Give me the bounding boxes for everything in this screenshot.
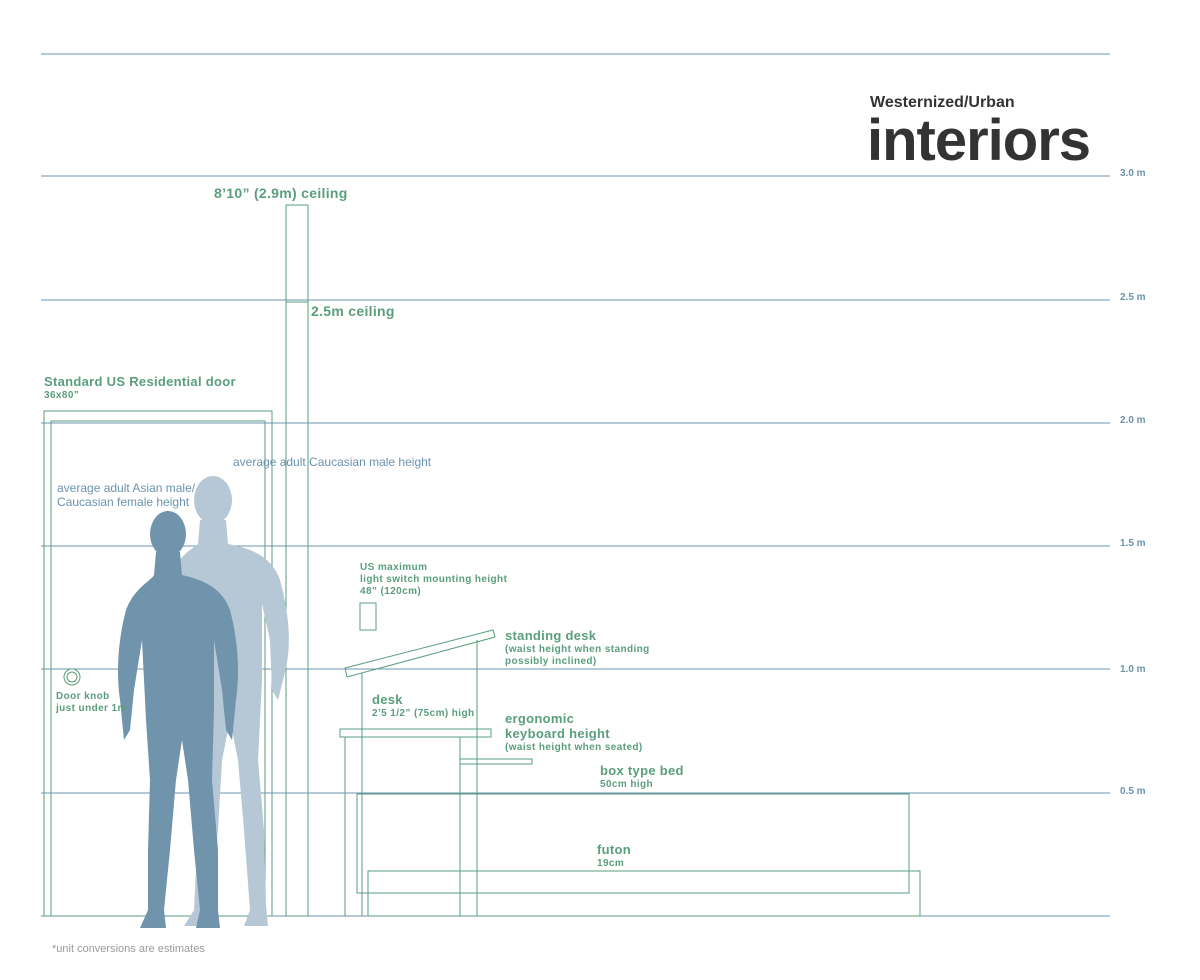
door-size: 36x80” xyxy=(44,390,80,401)
futon-size: 19cm xyxy=(597,858,625,869)
scale-label-3-0: 3.0 m xyxy=(1120,168,1146,179)
box-bed-title: box type bed xyxy=(600,763,684,778)
desk-top xyxy=(339,728,492,738)
switch-label-line1: US maximum xyxy=(360,562,428,573)
keyboard-title-line2: keyboard height xyxy=(505,726,610,741)
asian-male-label-line2: Caucasian female height xyxy=(57,495,190,509)
standard-ceiling-label: 2.5m ceiling xyxy=(311,303,395,319)
scale-label-1-0: 1.0 m xyxy=(1120,664,1146,675)
keyboard-tray xyxy=(459,758,533,765)
standing-desk-sub1: (waist height when standing xyxy=(505,644,650,655)
box-bed-outline xyxy=(356,793,910,894)
scale-label-2-0: 2.0 m xyxy=(1120,415,1146,426)
header-subtitle: Westernized/Urban xyxy=(870,94,1015,111)
door-knob-label-line2: just under 1m xyxy=(56,703,127,714)
desk-size: 2’5 1/2” (75cm) high xyxy=(372,708,475,719)
box-bed-size: 50cm high xyxy=(600,779,654,790)
standard-ceiling-column xyxy=(285,301,309,917)
outlines xyxy=(43,204,921,917)
scale-label-1-5: 1.5 m xyxy=(1120,538,1146,549)
door-title: Standard US Residential door xyxy=(44,374,236,389)
futon-title: futon xyxy=(597,842,631,857)
standing-desk-sub2: possibly inclined) xyxy=(505,656,597,667)
switch-label-line3: 48” (120cm) xyxy=(360,586,422,597)
scale-label-0-5: 0.5 m xyxy=(1120,786,1146,797)
standing-desk-top xyxy=(344,629,496,678)
caucasian-male-label: average adult Caucasian male height xyxy=(233,455,432,469)
header-title: interiors xyxy=(867,108,1091,173)
keyboard-title-line1: ergonomic xyxy=(505,711,575,726)
tall-ceiling-label: 8’10” (2.9m) ceiling xyxy=(214,185,348,201)
switch-label-line2: light switch mounting height xyxy=(360,574,508,585)
futon-outline xyxy=(367,870,921,917)
keyboard-sub: (waist height when seated) xyxy=(505,742,643,753)
standing-desk-title: standing desk xyxy=(505,628,597,643)
scale-label-2-5: 2.5 m xyxy=(1120,292,1146,303)
light-switch-outline xyxy=(359,602,377,631)
asian-male-label-line1: average adult Asian male/ xyxy=(57,481,196,495)
asian-male-figure xyxy=(118,511,238,928)
door-knob-label-line1: Door knob xyxy=(56,691,110,702)
door-knob-outer xyxy=(63,668,81,686)
door-knob-inner xyxy=(66,671,78,683)
tall-ceiling-column xyxy=(285,204,309,303)
desk-title: desk xyxy=(372,692,403,707)
footnote: *unit conversions are estimates xyxy=(52,943,205,955)
